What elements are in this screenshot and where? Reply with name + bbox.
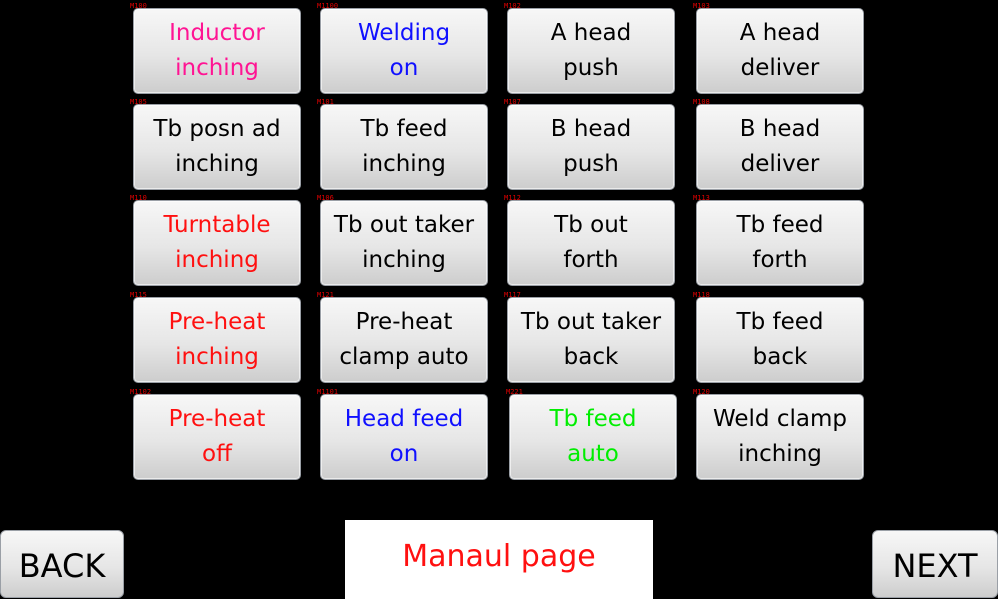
a-head-deliver-button[interactable]: M103 A head deliver (693, 2, 864, 94)
back-label: BACK (18, 547, 106, 585)
address-tag: M112 (504, 194, 521, 202)
tb-feed-back-button[interactable]: M118 Tb feed back (693, 291, 864, 383)
pre-heat-off-button[interactable]: M1102 Pre-heat off (130, 388, 301, 480)
pre-heat-inching-button[interactable]: M115 Pre-heat inching (130, 291, 301, 383)
tb-out-forth-button[interactable]: M112 Tb out forth (504, 194, 675, 286)
address-tag: M1100 (317, 2, 339, 10)
address-tag: M110 (130, 194, 147, 202)
button-label: Pre-heat off (168, 406, 266, 467)
button-label: B head deliver (739, 116, 821, 177)
pre-heat-clamp-auto-button[interactable]: M121 Pre-heat clamp auto (317, 291, 488, 383)
button-label: A head deliver (739, 20, 821, 81)
inductor-inching-button[interactable]: M100 Inductor inching (130, 2, 301, 94)
address-tag: M1101 (317, 388, 339, 396)
button-label: Pre-heat inching (168, 309, 266, 370)
button-label: Inductor inching (169, 20, 265, 81)
address-tag: M102 (504, 2, 521, 10)
button-label: Tb feed inching (360, 116, 448, 177)
b-head-push-button[interactable]: M107 B head push (504, 98, 675, 190)
button-label: Tb feed back (736, 309, 824, 370)
b-head-deliver-button[interactable]: M108 B head deliver (693, 98, 864, 190)
address-tag: M106 (317, 194, 334, 202)
tb-feed-forth-button[interactable]: M113 Tb feed forth (693, 194, 864, 286)
button-label: Head feed on (344, 406, 464, 467)
button-label: Tb out taker inching (333, 212, 475, 273)
button-label: Turntable inching (163, 212, 271, 273)
address-tag: M221 (506, 388, 523, 396)
button-label: Weld clamp inching (713, 406, 847, 467)
next-label: NEXT (892, 547, 978, 585)
address-tag: M118 (693, 291, 710, 299)
button-label: B head push (550, 116, 632, 177)
address-tag: M117 (504, 291, 521, 299)
button-label: Tb out taker back (520, 309, 662, 370)
turntable-inching-button[interactable]: M110 Turntable inching (130, 194, 301, 286)
a-head-push-button[interactable]: M102 A head push (504, 2, 675, 94)
tb-feed-inching-button[interactable]: M101 Tb feed inching (317, 98, 488, 190)
tb-posn-ad-inching-button[interactable]: M105 Tb posn ad inching (130, 98, 301, 190)
button-label: Welding on (357, 20, 451, 81)
address-tag: M105 (130, 98, 147, 106)
button-label: Tb feed auto (549, 406, 637, 467)
page-title-text: Manaul page (402, 539, 596, 574)
button-label: A head push (550, 20, 632, 81)
weld-clamp-inching-button[interactable]: M120 Weld clamp inching (693, 388, 864, 480)
address-tag: M100 (130, 2, 147, 10)
button-label: Tb posn ad inching (153, 116, 281, 177)
back-button[interactable]: BACK (0, 530, 124, 598)
button-label: Tb feed forth (736, 212, 824, 273)
button-label: Tb out forth (554, 212, 628, 273)
address-tag: M1102 (130, 388, 152, 396)
tb-out-taker-back-button[interactable]: M117 Tb out taker back (504, 291, 675, 383)
address-tag: M115 (130, 291, 147, 299)
next-button[interactable]: NEXT (872, 530, 998, 598)
page-title: Manaul page (345, 520, 653, 599)
head-feed-on-button[interactable]: M1101 Head feed on (317, 388, 488, 480)
address-tag: M113 (693, 194, 710, 202)
welding-on-button[interactable]: M1100 Welding on (317, 2, 488, 94)
address-tag: M108 (693, 98, 710, 106)
tb-feed-auto-button[interactable]: M221 Tb feed auto (506, 388, 677, 480)
address-tag: M120 (693, 388, 710, 396)
tb-out-taker-inching-button[interactable]: M106 Tb out taker inching (317, 194, 488, 286)
address-tag: M101 (317, 98, 334, 106)
address-tag: M121 (317, 291, 334, 299)
button-label: Pre-heat clamp auto (339, 309, 469, 370)
address-tag: M107 (504, 98, 521, 106)
address-tag: M103 (693, 2, 710, 10)
